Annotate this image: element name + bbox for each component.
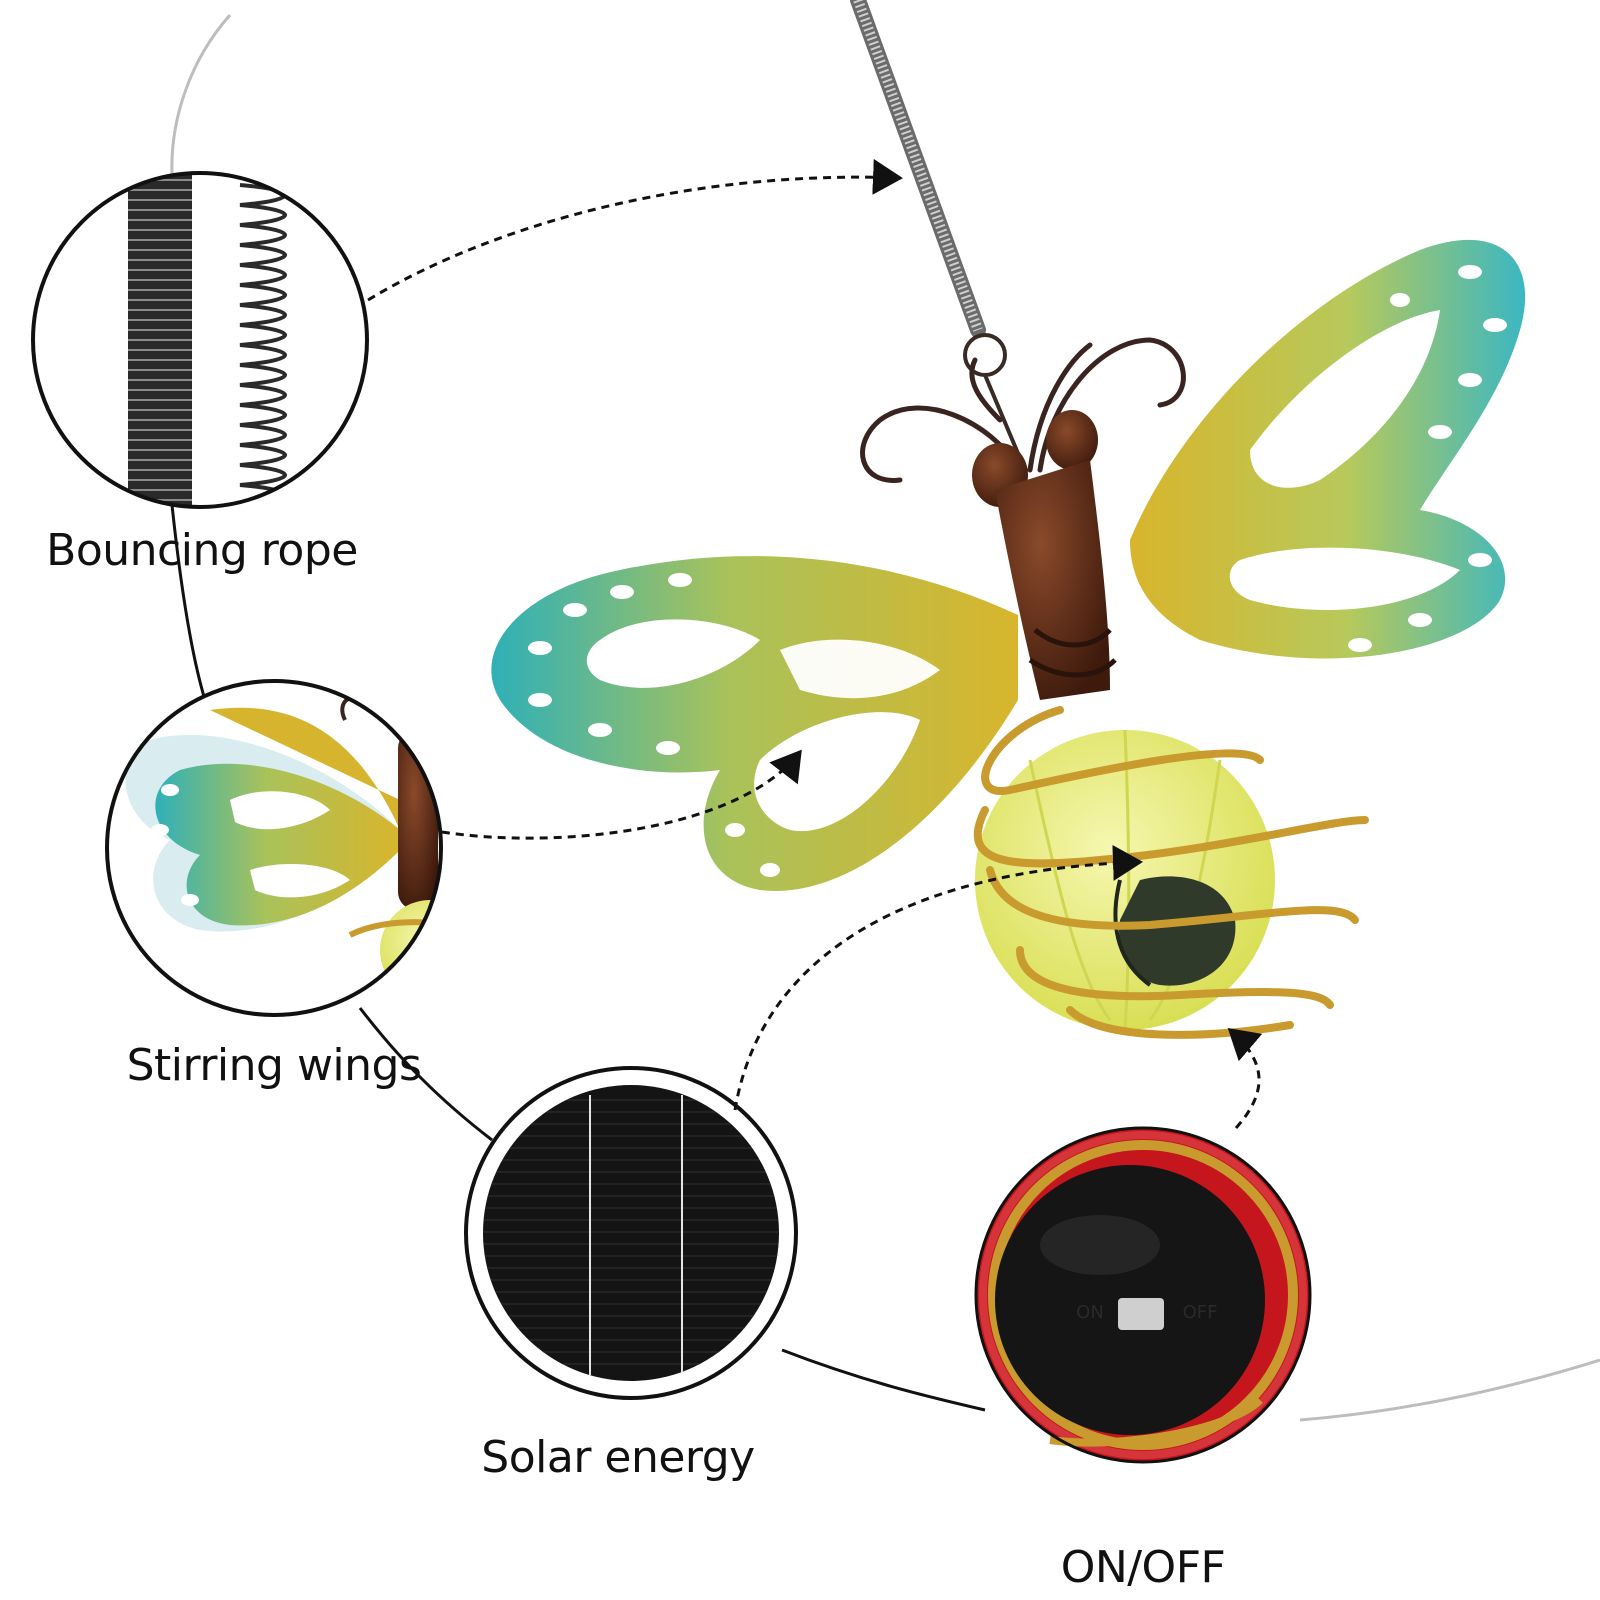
hanging-spring [850,0,1027,471]
connector-curve [1299,1358,1600,1422]
dashed-arrows [367,158,1263,1129]
stirring-wings-caption: Stirring wings [126,1040,422,1091]
connector-line [170,504,207,701]
solar-energy-detail-circle [464,1066,798,1400]
connector-line [358,1007,493,1142]
lamp-globe [975,729,1275,1031]
left-wing [491,556,1018,891]
bouncing-rope-detail-circle [31,171,369,509]
on-off-switch-detail-circle: ON OFF [974,1126,1312,1464]
power-switch-toggle[interactable] [1118,1298,1164,1330]
bouncing-rope-caption: Bouncing rope [46,525,358,576]
butterfly-body [972,410,1117,700]
solar-energy-caption: Solar energy [481,1432,755,1483]
connector-curve [170,14,232,176]
stirring-wings-detail-circle [105,679,443,1017]
antennae [860,337,1186,483]
right-wing [1130,239,1526,659]
switch-off-label: OFF [1183,1302,1218,1323]
switch-on-label: ON [1076,1302,1104,1323]
on-off-caption: ON/OFF [1060,1542,1226,1593]
connector-line [781,1348,986,1412]
